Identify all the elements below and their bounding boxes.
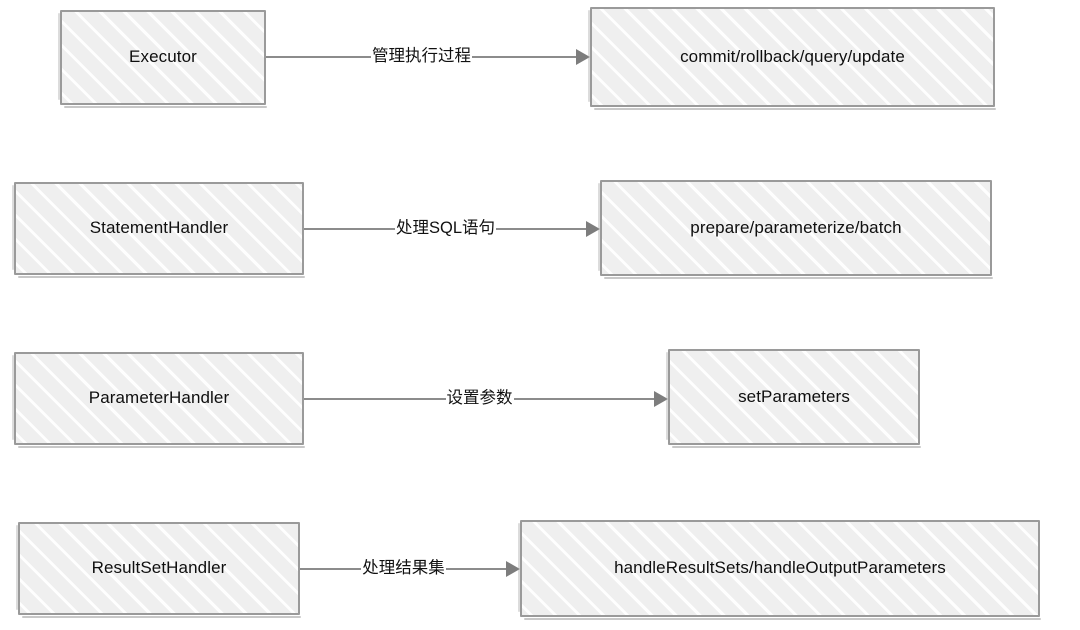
edge-line-left [304,398,446,400]
arrow-head-icon [506,561,520,577]
arrow-head-icon [586,221,600,237]
node-executor-source[interactable]: Executor [58,10,267,108]
node-statement-handler-source[interactable]: StatementHandler [12,182,305,278]
edge-executor: 管理执行过程 [266,46,590,68]
arrow-head-icon [654,391,668,407]
node-resultset-handler-target[interactable]: handleResultSets/handleOutputParameters [518,520,1041,620]
edge-label: 设置参数 [445,388,514,407]
edge-line-left [304,228,395,230]
node-executor-target[interactable]: commit/rollback/query/update [588,7,996,110]
node-parameter-handler-source[interactable]: ParameterHandler [12,352,305,448]
node-label: prepare/parameterize/batch [690,217,902,237]
arrow-head-icon [576,49,590,65]
node-label: Executor [129,47,197,67]
node-statement-handler-target[interactable]: prepare/parameterize/batch [598,180,993,279]
edge-label: 管理执行过程 [371,46,472,65]
edge-statement-handler: 处理SQL语句 [304,218,600,240]
edge-label: 处理结果集 [361,558,446,577]
node-label: commit/rollback/query/update [680,46,905,66]
node-label: ResultSetHandler [91,558,227,578]
node-parameter-handler-target[interactable]: setParameters [666,349,921,448]
node-label: StatementHandler [89,218,229,238]
node-resultset-handler-source[interactable]: ResultSetHandler [16,522,301,618]
edge-line-right [445,568,507,570]
edge-resultset-handler: 处理结果集 [300,558,520,580]
edge-line-right [513,398,655,400]
edge-line-right [496,228,587,230]
node-label: setParameters [738,386,850,406]
edge-line-right [472,56,577,58]
node-label: handleResultSets/handleOutputParameters [614,558,946,578]
edge-parameter-handler: 设置参数 [304,388,668,410]
node-label: ParameterHandler [88,388,230,408]
edge-label: 处理SQL语句 [394,218,497,237]
edge-line-left [266,56,371,58]
edge-line-left [300,568,362,570]
